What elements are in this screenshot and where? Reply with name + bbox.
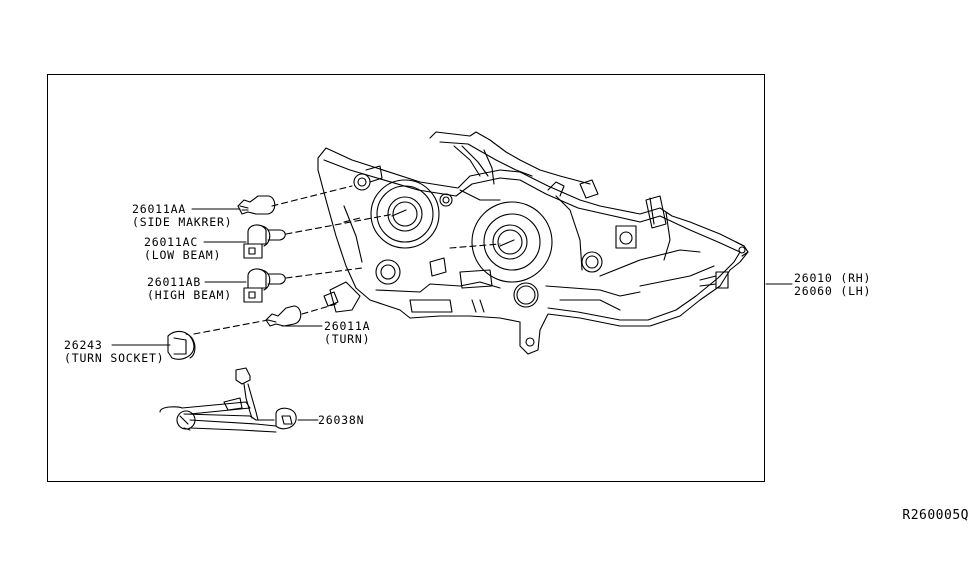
assembly-lh: 26060 (LH) <box>794 285 871 298</box>
part-label-26011AC[interactable]: 26011AC (LOW BEAM) <box>144 236 221 262</box>
part-label-26038N[interactable]: 26038N <box>318 414 364 427</box>
part-number: 26243 <box>64 338 103 352</box>
part-number: 26011AC <box>144 235 199 249</box>
leader-lines <box>111 208 793 421</box>
part-number: 26011AA <box>132 202 187 216</box>
part-label-26011AA[interactable]: 26011AA (SIDE MAKRER) <box>132 203 232 229</box>
part-number-rh: 26010 <box>794 271 833 285</box>
projection-lines <box>193 185 501 335</box>
part-number-lh: 26060 <box>794 284 833 298</box>
low-beam-reflector <box>370 179 440 249</box>
side-marker-bulb[interactable] <box>237 195 276 215</box>
part-description: (LOW BEAM) <box>144 248 222 262</box>
wiring-harness[interactable] <box>159 367 297 433</box>
side-rh: (RH) <box>840 271 872 285</box>
part-description: (TURN) <box>324 332 371 346</box>
part-label-26243[interactable]: 26243 (TURN SOCKET) <box>64 339 164 365</box>
diagram-frame <box>47 74 765 482</box>
part-label-26011A[interactable]: 26011A (TURN) <box>324 320 370 346</box>
turn-bulb[interactable] <box>265 305 302 327</box>
part-description: (SIDE MAKRER) <box>132 215 233 229</box>
part-description: (HIGH BEAM) <box>147 288 232 302</box>
side-lh: (LH) <box>840 284 872 298</box>
high-beam-reflector <box>471 201 553 283</box>
headlamp-housing[interactable] <box>317 131 749 355</box>
high-beam-bulb[interactable] <box>243 268 286 303</box>
part-number: 26011AB <box>147 275 202 289</box>
part-description: (TURN SOCKET) <box>64 351 165 365</box>
turn-socket[interactable] <box>167 330 196 360</box>
assembly-rh: 26010 (RH) <box>794 272 871 285</box>
low-beam-bulb[interactable] <box>243 224 286 259</box>
housing-internal-details <box>323 165 715 347</box>
part-number: 26011A <box>324 319 371 333</box>
assembly-label[interactable]: 26010 (RH) 26060 (LH) <box>794 272 871 298</box>
part-label-26011AB[interactable]: 26011AB (HIGH BEAM) <box>147 276 232 302</box>
part-number: 26038N <box>318 413 365 427</box>
diagram-reference-code: R260005Q <box>902 508 969 523</box>
